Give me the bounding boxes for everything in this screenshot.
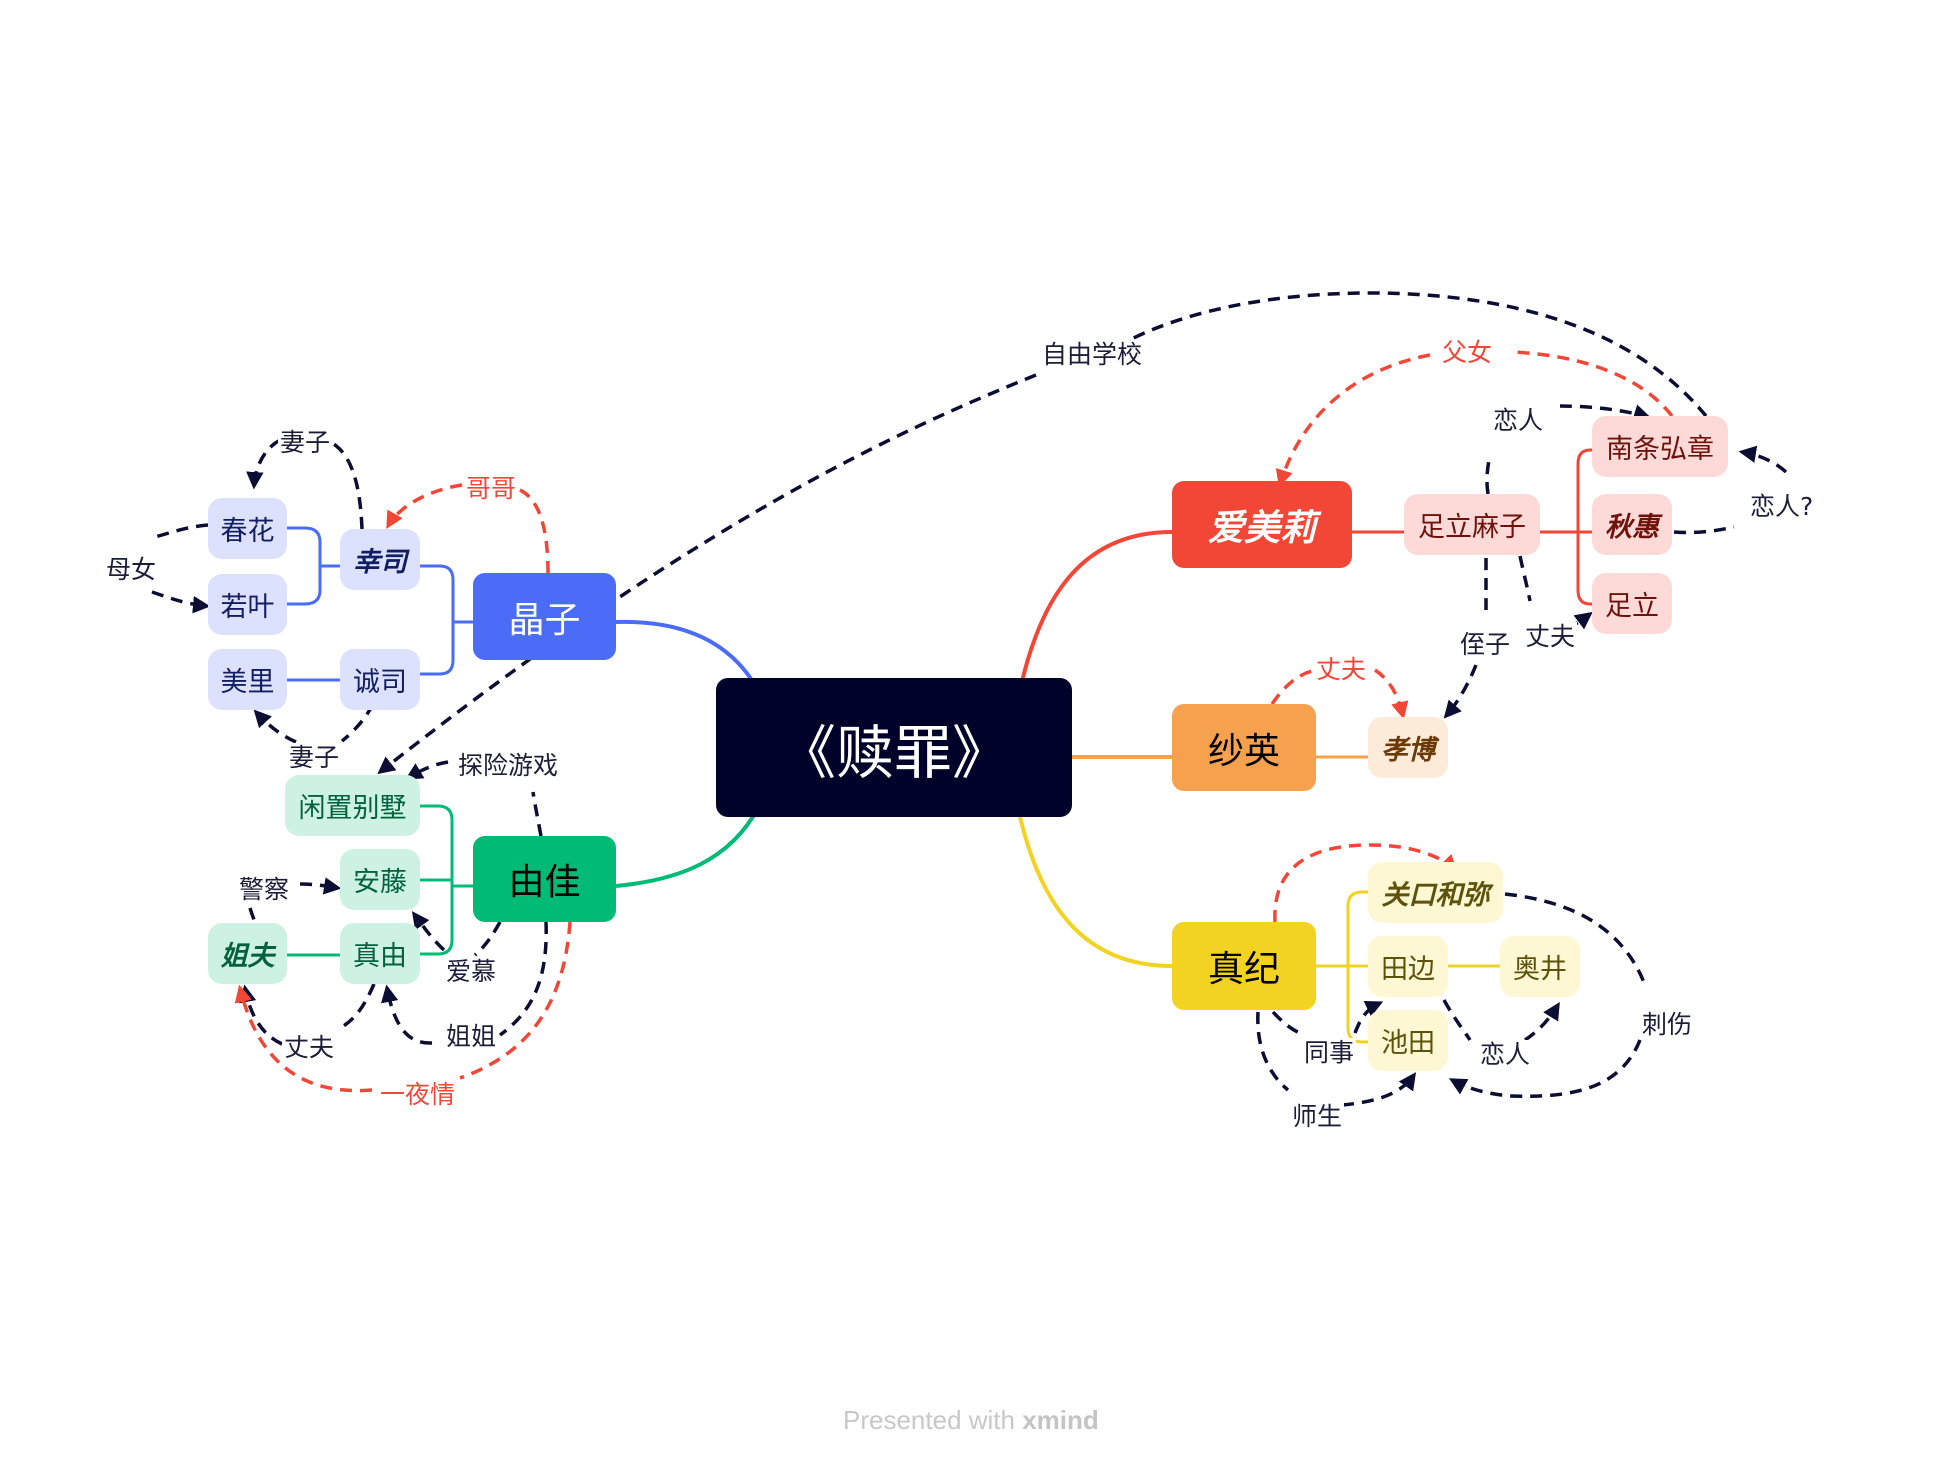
subtopic-misato-label: 美里: [220, 667, 275, 698]
subtopic-villa[interactable]: 闲置别墅: [285, 775, 420, 836]
relation-label-father-daughter: 父女: [1440, 338, 1495, 368]
subtopic-takahiro[interactable]: 孝博: [1368, 717, 1448, 778]
subtopic-mayu-label: 真由: [353, 941, 407, 972]
relation-label-police: 警察: [237, 875, 292, 905]
subtopic-ando-label: 安藤: [353, 867, 407, 898]
branch-line-akiko: [615, 619, 760, 691]
subtopic-tanabe-label: 田边: [1381, 954, 1435, 985]
relation-label-wife-misato: 妻子: [287, 743, 342, 773]
subtopic-brother-in-law-label: 姐夫: [220, 941, 275, 972]
subtopic-wakaba-label: 若叶: [220, 592, 275, 623]
relation-label-adventure: 探险游戏: [456, 751, 561, 781]
relation-label-brother: 哥哥: [464, 474, 519, 504]
subtopic-asako-label: 足立麻子: [1418, 512, 1526, 543]
relation-label-teacher-student: 师生: [1290, 1102, 1345, 1132]
relation-label-husband-adachi: 丈夫: [1523, 622, 1578, 652]
subtopic-haruka-label: 春花: [220, 516, 275, 547]
subtopic-sekiguchi-label: 关口和弥: [1381, 880, 1490, 911]
relation-label-wife-haruka: 妻子: [278, 428, 333, 458]
topic-sae[interactable]: 纱英: [1172, 704, 1316, 791]
relation-label-free-school: 自由学校: [1040, 340, 1145, 370]
subtopic-ikeda[interactable]: 池田: [1368, 1010, 1448, 1071]
subtopic-koji[interactable]: 幸司: [340, 529, 420, 590]
topic-emily-label: 爱美莉: [1207, 507, 1316, 549]
subtopic-takahiro-label: 孝博: [1381, 735, 1435, 766]
subtopic-seiji[interactable]: 诚司: [340, 649, 420, 710]
subtopic-tanabe[interactable]: 田边: [1368, 936, 1448, 997]
central-topic[interactable]: 《赎罪》: [716, 678, 1072, 817]
relation-label-admire: 爱慕: [444, 957, 499, 987]
subtopic-okui-label: 奥井: [1513, 954, 1567, 985]
relation-label-sister: 姐姐: [444, 1022, 499, 1052]
topic-sae-label: 纱英: [1207, 730, 1280, 772]
branch-line-yuka: [615, 807, 760, 888]
relation-label-colleague: 同事: [1302, 1038, 1357, 1068]
branch-line-maki: [1018, 816, 1173, 968]
subtopic-nanjo-label: 南条弘章: [1606, 434, 1714, 465]
subtopic-koji-label: 幸司: [353, 547, 407, 578]
subtopic-akie-label: 秋惠: [1605, 512, 1659, 543]
subtopic-haruka[interactable]: 春花: [208, 498, 287, 559]
relation-label-lover-question: 恋人?: [1748, 492, 1816, 522]
topic-maki-label: 真纪: [1207, 949, 1280, 990]
relation-label-stab: 刺伤: [1640, 1010, 1695, 1040]
relation-label-one-night: 一夜情: [378, 1080, 458, 1110]
subtopic-okui[interactable]: 奥井: [1500, 936, 1580, 997]
relation-label-lover-okui: 恋人: [1478, 1040, 1533, 1070]
footer-prefix: Presented with: [843, 1405, 1015, 1435]
subtopic-adachi-label: 足立: [1605, 591, 1659, 622]
topic-yuka[interactable]: 由佳: [473, 836, 616, 922]
subtopic-seiji-label: 诚司: [353, 667, 407, 698]
footer-credit: Presented with xmind: [843, 1405, 1099, 1436]
subtopic-sekiguchi[interactable]: 关口和弥: [1368, 862, 1503, 923]
topic-emily[interactable]: 爱美莉: [1172, 481, 1352, 568]
relation-label-husband-takahiro: 丈夫: [1314, 655, 1369, 685]
subtopic-ando[interactable]: 安藤: [340, 849, 420, 910]
subtopic-akie[interactable]: 秋惠: [1592, 494, 1672, 555]
subtopic-nanjo[interactable]: 南条弘章: [1592, 416, 1728, 477]
subtopic-villa-label: 闲置别墅: [298, 793, 407, 824]
relation-label-mother-daughter: 母女: [104, 555, 159, 585]
subtopic-wakaba[interactable]: 若叶: [208, 574, 287, 635]
topic-maki[interactable]: 真纪: [1172, 922, 1316, 1010]
subtopic-ikeda-label: 池田: [1381, 1028, 1435, 1059]
subtopic-adachi[interactable]: 足立: [1592, 573, 1672, 634]
relation-label-lover-nanjo: 恋人: [1491, 406, 1546, 436]
topic-akiko[interactable]: 晶子: [473, 573, 616, 660]
relation-label-nephew: 侄子: [1458, 630, 1513, 660]
subtopic-brother-in-law[interactable]: 姐夫: [208, 923, 287, 984]
branch-line-emily: [1018, 530, 1173, 691]
topic-akiko-label: 晶子: [508, 599, 581, 641]
topic-yuka-label: 由佳: [508, 862, 581, 903]
subtopic-misato[interactable]: 美里: [208, 649, 287, 710]
subtopic-asako[interactable]: 足立麻子: [1404, 494, 1540, 555]
subtopic-mayu[interactable]: 真由: [340, 923, 420, 984]
footer-brand-logo: xmind: [1022, 1405, 1099, 1435]
relation-label-husband-mayu: 丈夫: [282, 1033, 337, 1063]
central-topic-label: 《赎罪》: [777, 718, 1010, 787]
